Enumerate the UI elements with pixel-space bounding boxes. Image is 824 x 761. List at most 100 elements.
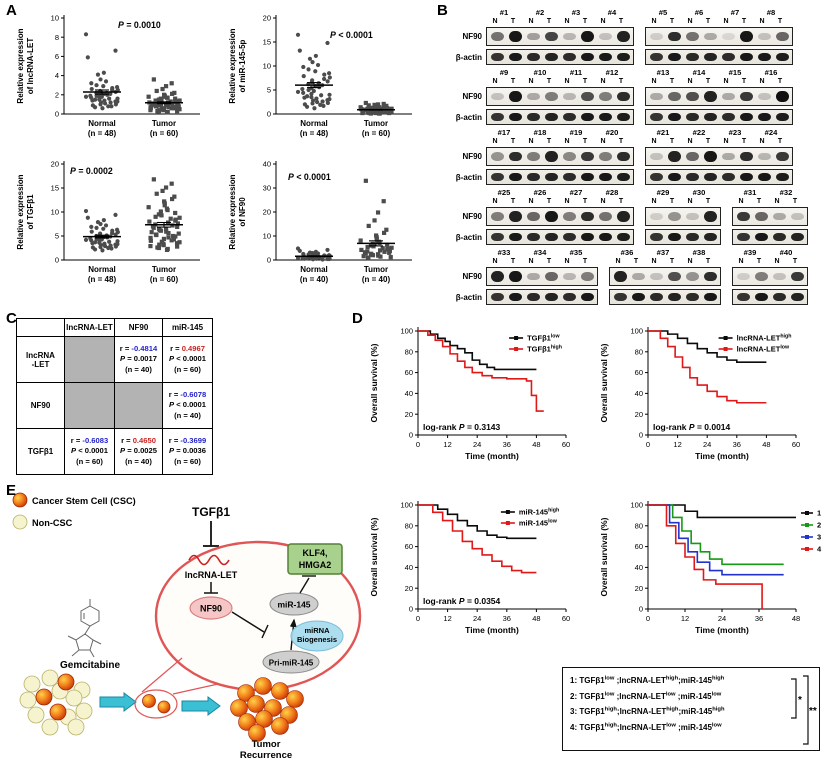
protein-band	[598, 92, 612, 101]
actin-band	[757, 53, 771, 61]
protein-band	[703, 91, 717, 102]
data-point	[313, 69, 318, 74]
data-point	[374, 104, 379, 109]
data-point	[89, 224, 94, 229]
x-tick-label: 24	[718, 614, 726, 623]
group-n-label: (n = 48)	[88, 129, 117, 138]
data-point	[378, 254, 383, 259]
data-point	[359, 247, 364, 253]
nf90-blot-strip	[732, 267, 808, 286]
data-point	[154, 104, 159, 109]
actin-band	[508, 293, 522, 301]
actin-band	[772, 293, 786, 301]
data-point	[151, 225, 156, 230]
lane-label-t: T	[546, 258, 552, 265]
lane-label-n: N	[774, 258, 780, 265]
actin-band	[580, 233, 594, 241]
y-axis-label: of NF90	[238, 197, 247, 227]
data-point	[175, 244, 180, 249]
data-point	[83, 208, 89, 214]
actin-band	[775, 113, 789, 121]
lane-label-n: N	[528, 198, 534, 205]
lane-label-n: N	[528, 138, 534, 145]
actin-band	[580, 53, 594, 61]
y-axis-label: Overall survival (%)	[369, 517, 379, 596]
beta-actin-blot-strip	[609, 289, 721, 305]
data-point	[326, 71, 332, 76]
lane-label-t: T	[669, 138, 675, 145]
protein-band	[598, 152, 612, 161]
beta-actin-blot-strip	[486, 109, 634, 125]
protein-band	[544, 31, 558, 42]
group-n-label: (n = 40)	[300, 275, 329, 284]
y-axis-label: of miR-145-5p	[238, 39, 247, 92]
lane-label-n: N	[651, 198, 657, 205]
data-point	[177, 107, 182, 112]
klf4-hmga2-box	[287, 543, 343, 575]
lane-label-t: T	[705, 78, 711, 85]
y-tick-label: 20	[405, 410, 413, 419]
lane-label-n: N	[564, 138, 570, 145]
data-point	[301, 90, 306, 95]
correlation-cell	[114, 382, 163, 429]
data-point	[175, 224, 180, 229]
lane-label-t: T	[669, 78, 675, 85]
sample-id: #40	[779, 248, 793, 257]
data-point	[300, 86, 305, 92]
lane-label-t: T	[669, 198, 675, 205]
data-point	[83, 94, 89, 99]
data-point	[363, 178, 368, 183]
data-point	[325, 79, 330, 84]
nf90-blot-strip	[486, 207, 634, 226]
lane-label-n: N	[564, 18, 570, 25]
protein-band	[526, 212, 540, 221]
sample-id: #22	[692, 128, 706, 137]
protein-band	[562, 272, 576, 281]
sample-id: #35	[569, 248, 583, 257]
column-header: NF90	[114, 318, 163, 337]
y-tick-label: 4	[55, 71, 59, 80]
y-tick-label: 10	[263, 62, 271, 71]
data-point	[168, 216, 173, 221]
protein-band	[775, 151, 789, 162]
beta-actin-blot-strip	[645, 109, 793, 125]
data-point	[162, 94, 167, 99]
protein-band	[580, 91, 594, 102]
lane-label-n: N	[723, 138, 729, 145]
actin-band	[703, 113, 717, 121]
lane-label-t: T	[741, 78, 747, 85]
data-point	[98, 244, 103, 250]
protein-band	[562, 212, 576, 221]
actin-band	[631, 293, 645, 301]
actin-band	[685, 173, 699, 181]
lane-label-t: T	[510, 138, 516, 145]
y-tick-label: 0	[267, 110, 271, 119]
data-point	[103, 223, 109, 228]
data-point	[363, 100, 368, 106]
group-n-label: (n = 40)	[362, 275, 391, 284]
significance-star: *	[798, 695, 802, 706]
protein-band	[703, 32, 717, 41]
sample-id: #7	[730, 8, 740, 17]
data-point	[169, 91, 175, 96]
data-point	[176, 231, 181, 236]
actin-band	[667, 53, 681, 61]
lane-label-t: T	[618, 138, 624, 145]
lane-label-t: T	[777, 78, 783, 85]
nf90-row-label: NF90	[462, 92, 482, 101]
y-tick-label: 5	[55, 232, 59, 241]
y-tick-label: 10	[51, 14, 59, 23]
protein-band	[508, 91, 522, 102]
lane-label-t: T	[546, 138, 552, 145]
legend-label: TGFβ1high	[527, 345, 562, 354]
data-point	[156, 212, 162, 217]
legend-label: miR-145high	[519, 508, 559, 517]
protein-band	[790, 212, 804, 221]
data-point	[172, 90, 177, 95]
x-tick-label: 48	[792, 614, 800, 623]
group-label: Tumor	[364, 119, 388, 128]
